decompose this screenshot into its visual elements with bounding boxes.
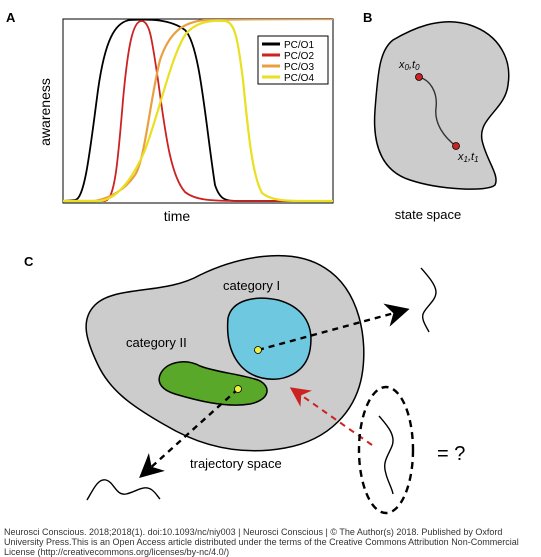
end-state-label: x1,t1 <box>457 151 479 164</box>
state-space-region <box>373 21 510 190</box>
legend-label: PC/O3 <box>284 62 314 73</box>
awareness-curves <box>63 19 333 203</box>
curve-pc-o4 <box>63 19 333 203</box>
category-one-dot <box>254 346 262 354</box>
panel-a-label: A <box>6 10 16 25</box>
curve-pc-o1 <box>63 19 333 202</box>
state-trajectory <box>418 76 457 147</box>
category-two-dot <box>234 385 242 393</box>
start-state-dot <box>415 73 423 81</box>
curve-pc-o3 <box>63 19 333 203</box>
legend-label: PC/O1 <box>284 40 314 51</box>
credit-line: Neurosci Conscious. 2018;2018(1). doi:10… <box>4 527 519 557</box>
category-one-region <box>226 297 312 380</box>
end-state-dot <box>452 142 460 150</box>
legend-label: PC/O4 <box>284 73 314 84</box>
query-trajectory-ellipse <box>357 385 415 515</box>
panel-b-label: B <box>363 10 372 25</box>
state-space-caption: state space <box>395 207 462 222</box>
category-two-label: category II <box>126 335 187 350</box>
legend-label: PC/O2 <box>284 51 314 62</box>
start-state-label: x0,t0 <box>398 59 420 72</box>
legend-item-pc-o3: PC/O3 <box>262 62 314 73</box>
y-axis-label: awareness <box>37 78 53 146</box>
category-two-arrow <box>139 388 239 479</box>
category-two-region <box>158 361 268 406</box>
x-axis-label: time <box>164 208 191 224</box>
category-one-arrow <box>257 303 410 352</box>
trajectory-space-caption: trajectory space <box>190 456 282 471</box>
panel-c-label: C <box>24 254 34 269</box>
category-one-label: category I <box>223 278 280 293</box>
query-trajectory <box>378 415 394 495</box>
legend-item-pc-o2: PC/O2 <box>262 51 314 62</box>
trajectory-sample-bottom-left <box>86 479 161 501</box>
trajectory-sample-top-right <box>420 267 437 333</box>
legend: PC/O1 PC/O2 PC/O3 PC/O4 <box>257 35 329 85</box>
question-label: = ? <box>437 443 465 465</box>
legend-item-pc-o1: PC/O1 <box>262 40 314 51</box>
curve-pc-o2 <box>63 20 333 202</box>
legend-item-pc-o4: PC/O4 <box>262 73 314 84</box>
